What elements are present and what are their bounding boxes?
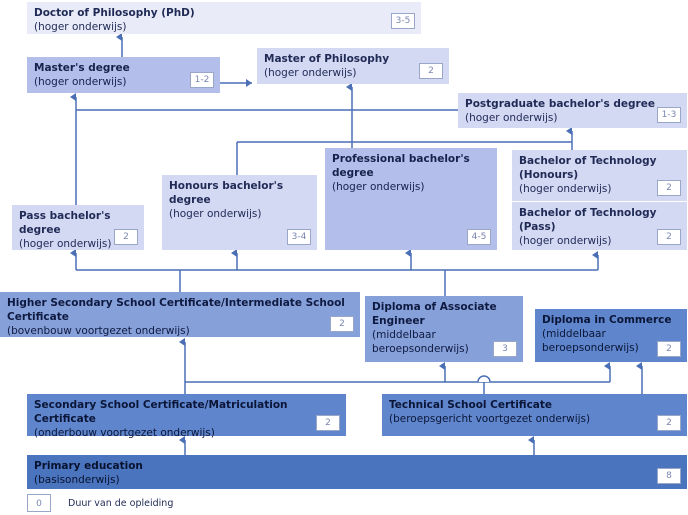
- masters-sub: (hoger onderwijs): [34, 76, 127, 88]
- box-pass: Pass bachelor's degree (hoger onderwijs)…: [12, 205, 144, 250]
- primary-title: Primary education: [34, 460, 143, 472]
- professional-title: Professional bachelor's degree: [332, 153, 470, 179]
- tsc-title: Technical School Certificate: [389, 399, 553, 411]
- dcom-title: Diploma in Commerce: [542, 314, 672, 326]
- btech-honours-sub: (hoger onderwijs): [519, 183, 612, 195]
- btech-pass-title: Bachelor of Technology (Pass): [519, 207, 657, 233]
- box-ssc: Secondary School Certificate/Matriculati…: [27, 394, 346, 439]
- box-postgrad: Postgraduate bachelor's degree (hoger on…: [458, 93, 687, 128]
- honours-sub: (hoger onderwijs): [169, 208, 262, 220]
- box-dae: Diploma of Associate Engineer (middelbaa…: [365, 296, 523, 362]
- box-primary: Primary education (basisonderwijs) 8: [27, 455, 687, 489]
- legend-duration-box: 0: [27, 494, 51, 512]
- mphil-duration: 2: [419, 63, 443, 79]
- primary-sub: (basisonderwijs): [34, 474, 120, 486]
- box-professional: Professional bachelor's degree (hoger on…: [325, 148, 497, 250]
- box-btech-honours: Bachelor of Technology (Honours) (hoger …: [512, 150, 687, 201]
- honours-title: Honours bachelor's degree: [169, 180, 284, 206]
- ssc-sub: (onderbouw voortgezet onderwijs): [34, 427, 215, 439]
- box-hssc: Higher Secondary School Certificate/Inte…: [0, 292, 360, 337]
- hssc-duration: 2: [330, 316, 354, 332]
- box-btech-pass: Bachelor of Technology (Pass) (hoger ond…: [512, 202, 687, 250]
- btech-honours-duration: 2: [657, 180, 681, 196]
- primary-duration: 8: [657, 468, 681, 484]
- box-masters: Master's degree (hoger onderwijs) 1-2: [27, 57, 220, 93]
- phd-duration: 3-5: [391, 13, 415, 29]
- mphil-sub: (hoger onderwijs): [264, 67, 357, 79]
- btech-honours-title: Bachelor of Technology (Honours): [519, 155, 657, 181]
- postgrad-sub: (hoger onderwijs): [465, 112, 558, 124]
- dae-title: Diploma of Associate Engineer: [372, 301, 497, 327]
- hssc-title: Higher Secondary School Certificate/Inte…: [7, 297, 345, 323]
- btech-pass-duration: 2: [657, 229, 681, 245]
- dcom-sub: (middelbaar beroepsonderwijs): [542, 328, 639, 354]
- ssc-duration: 2: [316, 415, 340, 431]
- professional-sub: (hoger onderwijs): [332, 181, 425, 193]
- postgrad-title: Postgraduate bachelor's degree: [465, 98, 655, 110]
- hssc-sub: (bovenbouw voortgezet onderwijs): [7, 325, 190, 337]
- pass-title: Pass bachelor's degree: [19, 210, 111, 236]
- pass-duration: 2: [114, 229, 138, 245]
- postgrad-duration: 1-3: [657, 107, 681, 123]
- honours-duration: 3-4: [287, 229, 311, 245]
- phd-title: Doctor of Philosophy (PhD): [34, 7, 195, 19]
- pass-sub: (hoger onderwijs): [19, 238, 112, 250]
- dcom-duration: 2: [657, 341, 681, 357]
- box-honours: Honours bachelor's degree (hoger onderwi…: [162, 175, 317, 250]
- tsc-duration: 2: [657, 415, 681, 431]
- box-phd: Doctor of Philosophy (PhD) (hoger onderw…: [27, 2, 421, 34]
- legend-label: Duur van de opleiding: [68, 498, 174, 509]
- professional-duration: 4-5: [467, 229, 491, 245]
- box-mphil: Master of Philosophy (hoger onderwijs) 2: [257, 48, 449, 84]
- dae-duration: 3: [493, 341, 517, 357]
- masters-duration: 1-2: [190, 72, 214, 88]
- masters-title: Master's degree: [34, 62, 130, 74]
- phd-sub: (hoger onderwijs): [34, 21, 127, 33]
- mphil-title: Master of Philosophy: [264, 53, 390, 65]
- btech-pass-sub: (hoger onderwijs): [519, 235, 612, 247]
- dae-sub: (middelbaar beroepsonderwijs): [372, 329, 469, 355]
- tsc-sub: (beroepsgericht voortgezet onderwijs): [389, 413, 591, 425]
- box-tsc: Technical School Certificate (beroepsger…: [382, 394, 687, 436]
- box-dcom: Diploma in Commerce (middelbaar beroepso…: [535, 309, 687, 362]
- ssc-title: Secondary School Certificate/Matriculati…: [34, 399, 288, 425]
